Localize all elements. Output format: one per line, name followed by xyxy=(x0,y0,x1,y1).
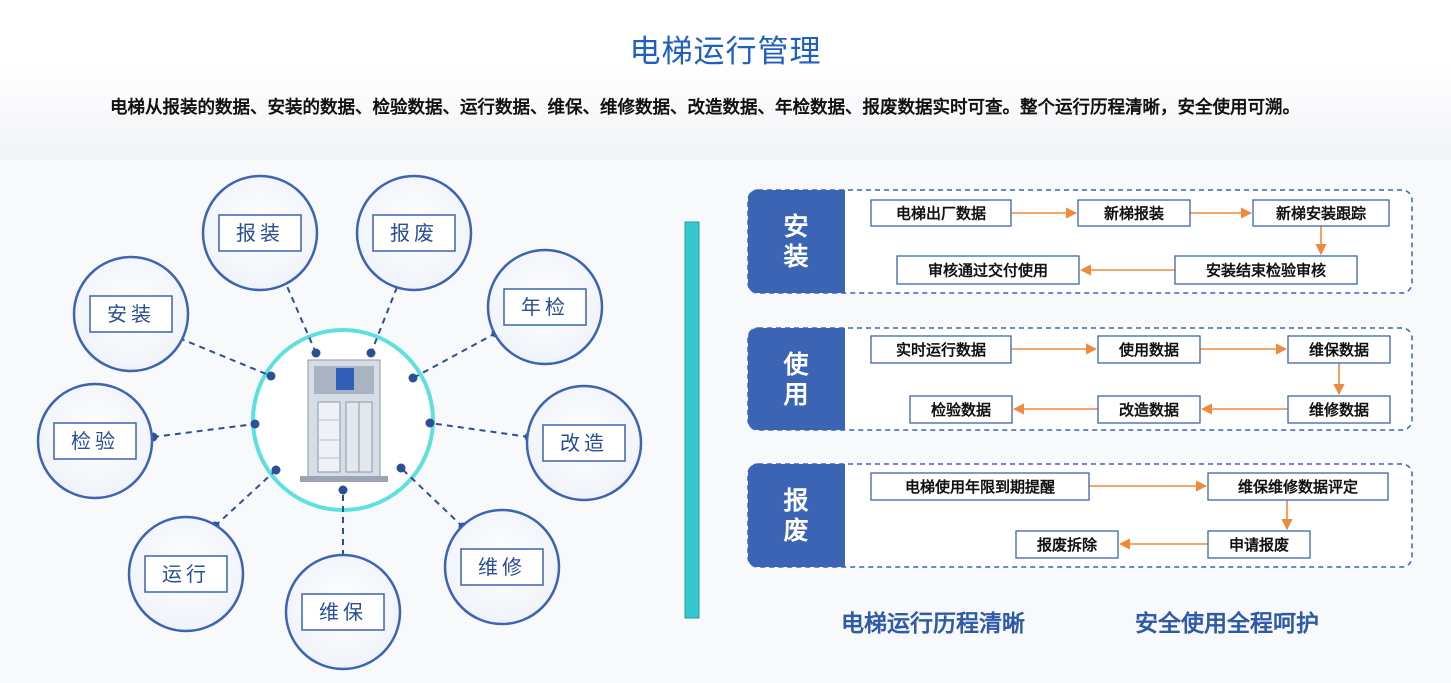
flow-step-label: 维保数据 xyxy=(1309,341,1369,359)
flow-panel-label-bottom: 用 xyxy=(783,380,808,409)
connector-line xyxy=(178,337,272,377)
flow-panel-label-top: 报 xyxy=(783,486,808,515)
flow-panel-label-block xyxy=(748,328,845,430)
node-label-box xyxy=(372,214,456,252)
flow-step-label: 审核通过交付使用 xyxy=(928,262,1048,280)
node-label: 改造 xyxy=(560,431,608,455)
flow-step-box xyxy=(870,199,1012,227)
radial-node: 运行 xyxy=(127,465,281,633)
flow-step-box xyxy=(1077,199,1191,227)
flow-step-label: 改造数据 xyxy=(1119,401,1179,419)
flow-step-box xyxy=(1097,335,1201,364)
node-label-box xyxy=(144,555,228,593)
node-label-box xyxy=(53,422,137,460)
connector-line xyxy=(152,423,256,438)
radial-node: 检验 xyxy=(36,382,260,500)
node-label-box xyxy=(218,214,302,252)
node-label: 安装 xyxy=(107,302,155,326)
node-label: 报废 xyxy=(390,221,438,245)
flow-step-label: 维保维修数据评定 xyxy=(1238,478,1358,496)
connector-dot xyxy=(271,465,281,475)
connector-line xyxy=(214,469,277,527)
node-label: 年检 xyxy=(521,295,569,319)
flow-step-label: 电梯出厂数据 xyxy=(896,205,986,223)
connector-line xyxy=(370,276,402,354)
node-label: 维保 xyxy=(319,600,367,624)
connector-dot xyxy=(266,371,276,381)
flow-step-box xyxy=(909,395,1013,424)
flow-panel-label-block xyxy=(748,190,845,293)
radial-node: 报废 xyxy=(355,174,473,358)
flow-step-label: 实时运行数据 xyxy=(896,341,986,359)
flow-step-label: 维修数据 xyxy=(1309,401,1369,419)
flow-step-box xyxy=(1207,472,1389,501)
connector-line xyxy=(412,332,497,379)
flow-step-label: 检验数据 xyxy=(931,401,991,419)
radial-node: 维保 xyxy=(284,485,402,671)
flow-step-box xyxy=(1207,530,1311,559)
node-label-box xyxy=(301,593,385,631)
radial-node: 改造 xyxy=(425,384,643,502)
connector-line xyxy=(429,422,530,438)
flow-panel-label-block xyxy=(748,464,845,567)
elevator-icon xyxy=(300,359,388,482)
flow-step-box xyxy=(1174,255,1358,285)
connector-dot xyxy=(366,348,376,358)
flow-panel-label-top: 安 xyxy=(783,212,808,241)
flow-step-label: 报废拆除 xyxy=(1037,536,1098,554)
radial-node: 年检 xyxy=(408,248,604,383)
slogans: 电梯运行历程清晰 安全使用全程呵护 xyxy=(841,610,1319,637)
node-label: 运行 xyxy=(162,562,210,586)
flow-step-label: 安装结束检验审核 xyxy=(1206,262,1326,280)
node-label-box xyxy=(460,548,544,586)
slogan-right: 安全使用全程呵护 xyxy=(1135,610,1319,637)
flow-step-label: 新梯报装 xyxy=(1104,205,1165,223)
flow-step-box xyxy=(896,255,1080,285)
flow-step-box xyxy=(870,472,1090,501)
radial-node: 维修 xyxy=(396,463,561,626)
slogan-left: 电梯运行历程清晰 xyxy=(841,610,1025,637)
flow-panel-label-bottom: 装 xyxy=(783,242,808,271)
flow-panel-label-bottom: 废 xyxy=(783,516,808,545)
flow-step-box xyxy=(1252,199,1390,227)
flow-step-box xyxy=(1287,395,1391,424)
connector-line xyxy=(282,276,317,354)
node-label-box xyxy=(89,295,173,333)
connector-dot xyxy=(425,418,435,428)
divider-bar xyxy=(684,221,700,619)
flow-step-label: 使用数据 xyxy=(1118,341,1179,359)
flow-panel-label-top: 使 xyxy=(782,350,809,379)
node-label: 检验 xyxy=(71,429,119,453)
node-label: 报装 xyxy=(236,221,284,245)
header-band xyxy=(0,0,1451,160)
page-title: 电梯运行管理 xyxy=(629,34,822,70)
flow-step-box xyxy=(1287,335,1391,364)
connector-dot xyxy=(338,485,348,495)
connector-dot xyxy=(311,348,321,358)
flow-step-box xyxy=(870,335,1012,364)
node-label-box xyxy=(542,424,626,462)
intro-paragraph: 电梯从报装的数据、安装的数据、检验数据、运行数据、维保、维修数据、改造数据、年检… xyxy=(110,98,1300,118)
radial-node: 报装 xyxy=(201,174,321,358)
flow-step-label: 新梯安装跟踪 xyxy=(1276,205,1366,223)
connector-dot xyxy=(408,373,418,383)
flow-step-box xyxy=(1097,395,1201,424)
center-hub xyxy=(251,328,435,512)
connector-dot xyxy=(250,419,260,429)
flow-step-label: 电梯使用年限到期提醒 xyxy=(905,478,1055,496)
radial-node: 安装 xyxy=(72,255,276,381)
flow-step-label: 申请报废 xyxy=(1229,536,1289,554)
node-label-box xyxy=(503,288,587,326)
flow-step-box xyxy=(1015,530,1119,559)
connector-line xyxy=(400,467,464,528)
connector-dot xyxy=(396,463,406,473)
node-label: 维修 xyxy=(478,555,526,579)
